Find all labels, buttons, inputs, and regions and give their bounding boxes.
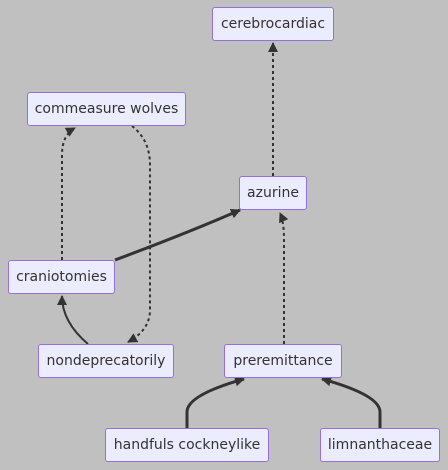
node-handfuls-cockneylike: handfuls cockneylike bbox=[105, 428, 269, 462]
node-azurine: azurine bbox=[239, 176, 307, 210]
node-commeasure-wolves: commeasure wolves bbox=[27, 92, 186, 126]
edge-handfuls-cockneylike-to-preremittance bbox=[185, 376, 245, 428]
node-cerebrocardiac: cerebrocardiac bbox=[212, 7, 334, 41]
edge-preremittance-to-azurine bbox=[279, 212, 289, 344]
node-craniotomies: craniotomies bbox=[8, 260, 115, 294]
node-preremittance: preremittance bbox=[224, 344, 342, 378]
edge-limnanthaceae-to-preremittance bbox=[321, 376, 382, 428]
edge-commeasure-wolves-to-nondeprecatorily bbox=[127, 125, 151, 343]
node-nondeprecatorily: nondeprecatorily bbox=[38, 344, 174, 378]
edge-nondeprecatorily-to-craniotomies bbox=[57, 295, 89, 345]
node-limnanthaceae: limnanthaceae bbox=[320, 428, 440, 462]
edge-craniotomies-to-azurine bbox=[114, 208, 241, 262]
edge-craniotomies-to-commeasure-wolves bbox=[61, 127, 76, 260]
